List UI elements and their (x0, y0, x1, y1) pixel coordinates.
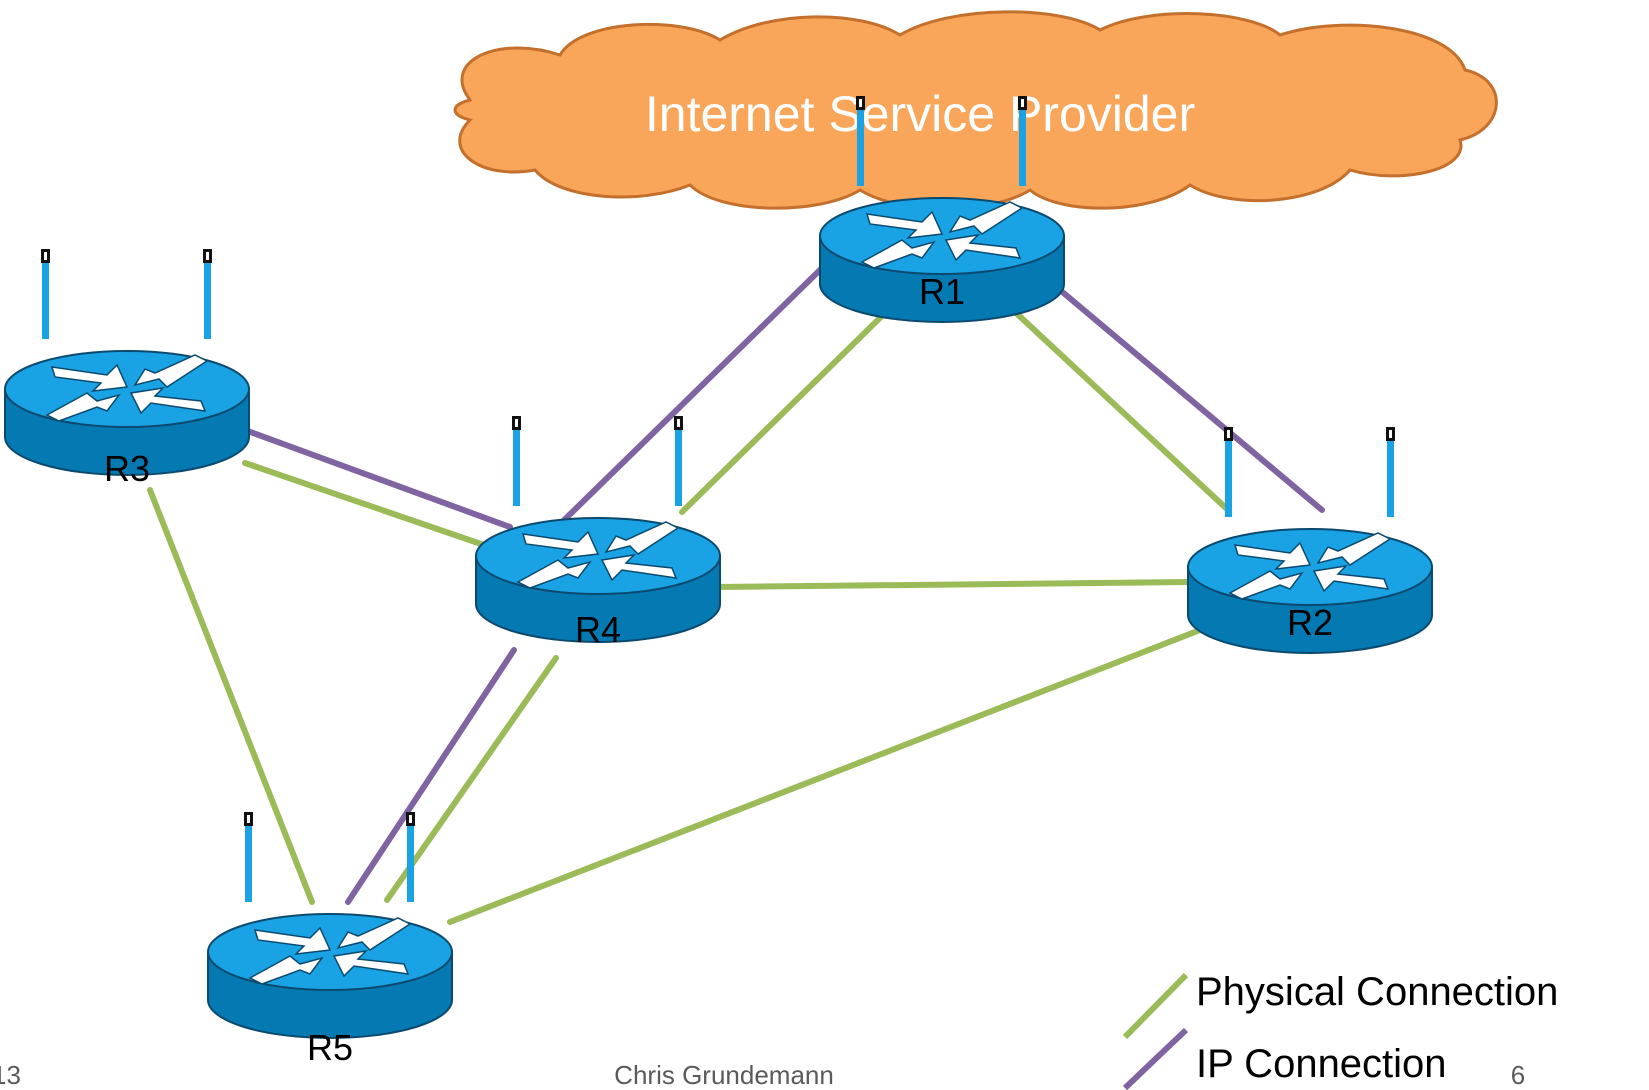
physical-link-r1-r4 (679, 309, 889, 515)
ip-links (242, 265, 1325, 905)
internet-cloud: Internet Service Provider (453, 10, 1498, 211)
routers: R1 R2 R3 R4 R5 (4, 95, 1433, 1068)
footer-left-text: 13 (0, 1060, 21, 1090)
router-r4: R4 (475, 415, 721, 650)
physical-link-r3-r4 (242, 460, 487, 548)
physical-link-r1-r2 (1012, 309, 1231, 513)
router-label: R4 (575, 609, 621, 650)
ip-link-r4-r5 (345, 647, 517, 905)
router-r2: R2 (1187, 426, 1433, 654)
router-label: R5 (307, 1027, 353, 1068)
ip-link-r3-r4 (242, 427, 513, 530)
router-label: R1 (919, 271, 965, 312)
footer-page-number: 6 (1511, 1060, 1525, 1090)
cloud-label: Internet Service Provider (645, 86, 1195, 142)
legend-ip-label: IP Connection (1196, 1042, 1447, 1086)
ip-link-r1-r2 (1057, 287, 1325, 513)
footer-author: Chris Grundemann (614, 1060, 834, 1090)
ip-link-r1-r4 (553, 265, 825, 531)
physical-link-r2-r5 (447, 627, 1203, 925)
legend-physical-label: Physical Connection (1196, 970, 1558, 1014)
physical-link-r4-r5 (384, 655, 559, 903)
physical-links (147, 309, 1231, 925)
router-r1: R1 (819, 95, 1065, 323)
legend-physical-swatch (1122, 972, 1189, 1040)
physical-link-r3-r5 (147, 487, 315, 905)
router-label: R2 (1287, 602, 1333, 643)
legend-ip-swatch (1122, 1027, 1189, 1090)
router-r3: R3 (4, 248, 250, 489)
physical-link-r4-r2 (715, 579, 1193, 590)
router-r5: R5 (207, 811, 453, 1068)
legend: Physical Connection IP Connection (1122, 970, 1558, 1090)
router-label: R3 (104, 448, 150, 489)
